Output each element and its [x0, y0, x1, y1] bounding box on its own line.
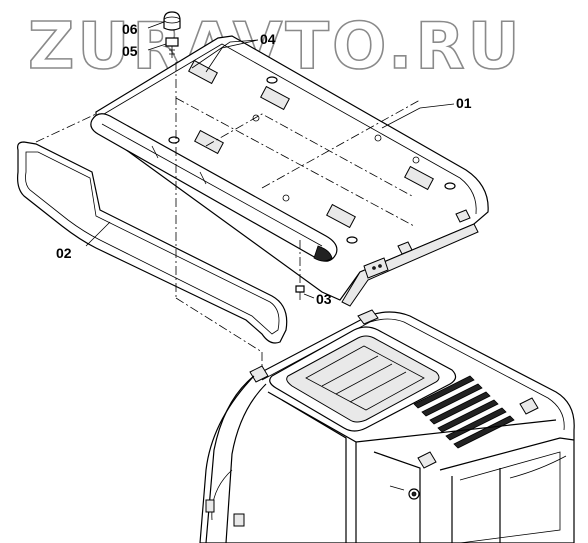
- callout-01: 01: [456, 95, 472, 111]
- callout-02: 02: [56, 245, 72, 261]
- callout-05: 05: [122, 43, 138, 59]
- cab-body: [199, 309, 575, 543]
- callout-06: 06: [122, 21, 138, 37]
- callout-04: 04: [260, 31, 276, 47]
- callout-labels: 01 02 03 04 05 06: [56, 21, 472, 307]
- callout-03: 03: [316, 291, 332, 307]
- seal-strip: [17, 141, 288, 344]
- leader-lines: [85, 21, 455, 299]
- roof-cover-panel: [90, 35, 489, 307]
- bolt-and-cap: [163, 11, 181, 58]
- screw: [295, 285, 305, 300]
- watermark-text: ZURAVTO.RU: [28, 10, 523, 84]
